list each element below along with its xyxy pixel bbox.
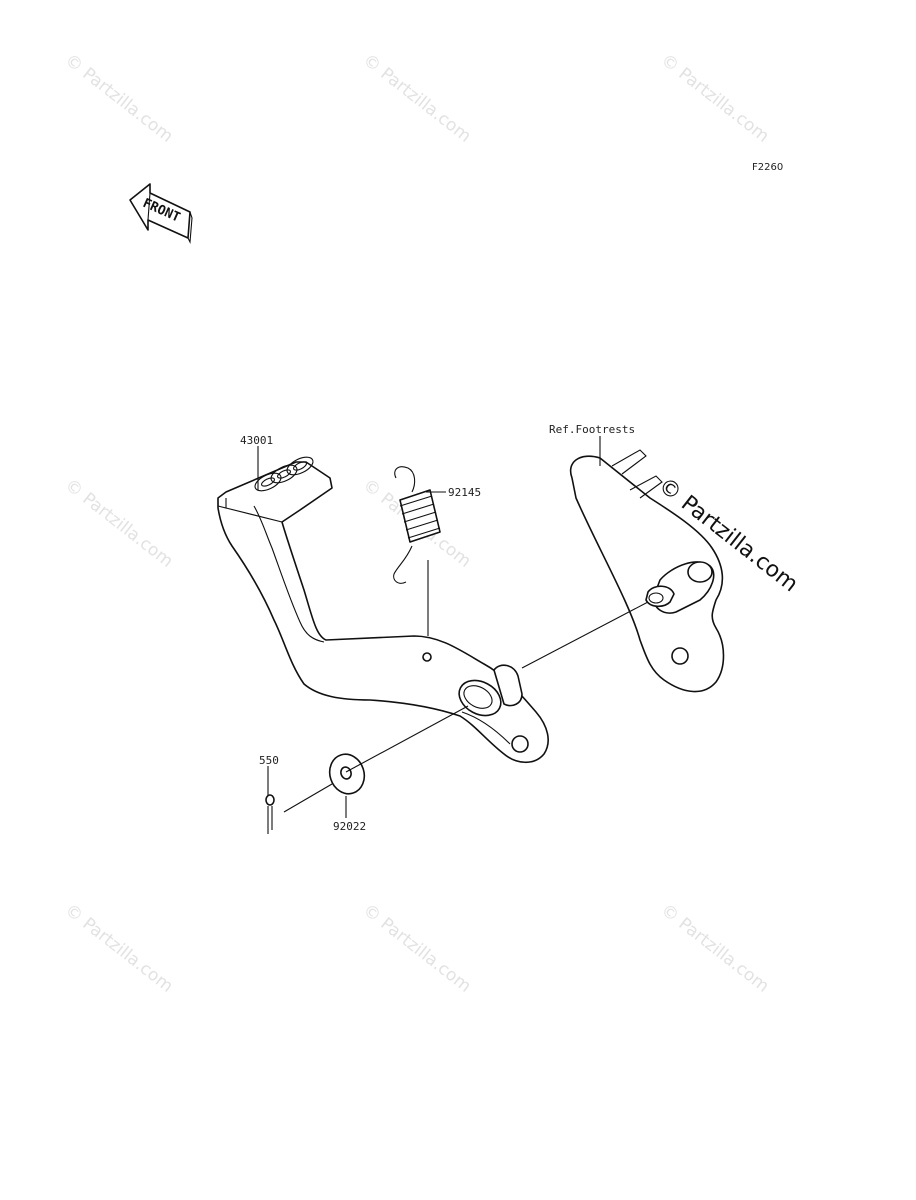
watermark: © Partzilla.com bbox=[61, 50, 177, 147]
assembly-lines bbox=[283, 560, 649, 813]
watermark: © Partzilla.com bbox=[61, 900, 177, 997]
watermark: © Partzilla.com bbox=[359, 50, 475, 147]
return-spring bbox=[393, 466, 441, 584]
front-arrow-icon: FRONT bbox=[129, 183, 193, 245]
brake-pedal bbox=[217, 456, 549, 764]
washer bbox=[328, 753, 366, 795]
callout-pedal: 43001 bbox=[240, 434, 273, 447]
watermark: © Partzilla.com bbox=[657, 900, 773, 997]
callout-washer: 92022 bbox=[333, 820, 366, 833]
watermark: © Partzilla.com bbox=[359, 900, 475, 997]
callout-cotter-pin: 550 bbox=[259, 754, 279, 767]
diagram-code: F2260 bbox=[752, 162, 783, 173]
watermark: © Partzilla.com bbox=[657, 50, 773, 147]
leader-lines bbox=[257, 436, 601, 818]
watermark: © Partzilla.com bbox=[61, 475, 177, 572]
pivot-pin bbox=[645, 561, 715, 614]
callout-reference: Ref.Footrests bbox=[549, 423, 635, 436]
callout-spring: 92145 bbox=[448, 486, 481, 499]
cotter-pin bbox=[265, 794, 275, 834]
footrest-bracket bbox=[569, 449, 725, 693]
